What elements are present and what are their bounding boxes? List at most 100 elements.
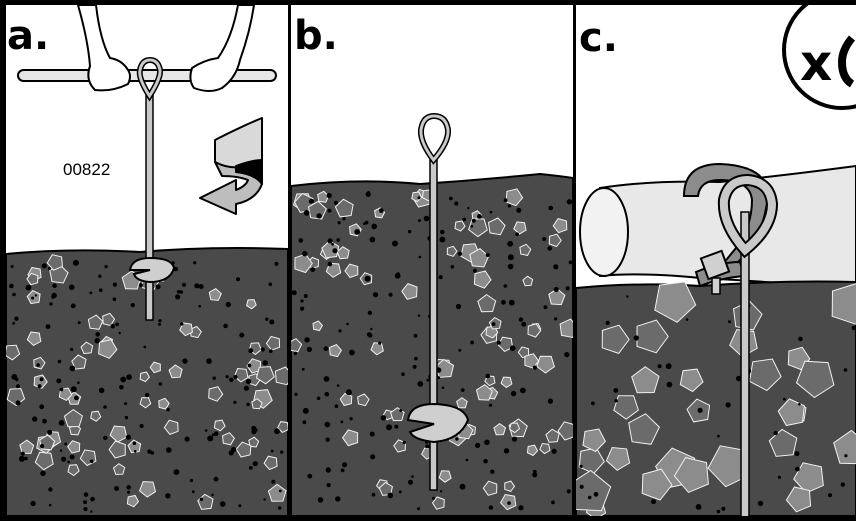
pebble: [265, 318, 268, 321]
pebble: [56, 378, 61, 383]
pebble: [472, 219, 476, 223]
pebble: [392, 241, 398, 247]
pebble: [338, 221, 341, 224]
pebble: [49, 302, 52, 305]
pebble: [520, 388, 526, 394]
pebble: [370, 237, 376, 243]
pebble: [226, 302, 231, 307]
pebble: [440, 490, 442, 492]
pebble: [251, 429, 256, 434]
pebble: [473, 269, 477, 273]
pebble: [24, 457, 27, 460]
pebble: [253, 461, 258, 466]
pebble: [143, 346, 146, 349]
pebble: [606, 321, 610, 325]
pebble: [166, 408, 170, 412]
pebble: [466, 459, 469, 462]
pebble: [95, 332, 100, 337]
pebble: [134, 450, 137, 453]
pebble: [580, 465, 583, 468]
pebble: [233, 401, 236, 404]
pebble: [249, 466, 253, 470]
pebble: [798, 337, 803, 342]
pebble: [40, 444, 44, 448]
pebble: [70, 348, 73, 351]
pebble: [226, 375, 229, 378]
pebble: [386, 424, 392, 430]
pebble: [52, 283, 57, 288]
pebble: [399, 409, 402, 412]
pebble: [32, 416, 37, 421]
pebble: [327, 483, 331, 487]
pebble: [120, 377, 126, 383]
pebble: [303, 408, 309, 414]
pebble: [124, 402, 127, 405]
pebble: [504, 284, 508, 288]
pebble: [490, 470, 494, 474]
pebble: [182, 283, 186, 287]
pebble: [95, 338, 100, 343]
divider-ab: [288, 0, 291, 521]
pebble: [388, 493, 394, 499]
pebble: [440, 230, 445, 235]
panel-c: c. x: [569, 0, 856, 521]
pebble: [11, 374, 17, 380]
pebble: [331, 243, 334, 246]
pebble: [90, 510, 92, 512]
pebble: [335, 404, 339, 408]
pebble: [133, 441, 137, 445]
pebble: [31, 297, 34, 300]
pebble: [307, 347, 312, 352]
pebble: [532, 472, 537, 477]
pebble: [78, 321, 81, 324]
pebble: [239, 333, 244, 338]
pebble: [38, 384, 42, 388]
pebble: [64, 443, 67, 446]
pebble: [841, 482, 845, 486]
pebble: [165, 493, 170, 498]
pebble: [475, 443, 480, 448]
pebble: [439, 275, 443, 279]
pebble: [71, 304, 76, 309]
pebble: [14, 317, 18, 321]
pebble: [304, 210, 310, 216]
pebble: [271, 450, 274, 453]
pebble: [511, 391, 516, 396]
pebble: [207, 435, 213, 441]
pebble: [370, 328, 372, 330]
pebble: [304, 337, 309, 342]
pebble: [686, 318, 689, 321]
pebble: [269, 283, 273, 287]
pebble: [651, 499, 656, 504]
pebble: [485, 374, 490, 379]
pebble: [411, 475, 414, 478]
pebble: [852, 326, 856, 330]
pebble: [127, 491, 130, 494]
pebble: [432, 497, 435, 500]
pebble: [340, 421, 343, 424]
pebble: [477, 214, 482, 219]
pebble: [318, 497, 324, 503]
pebble: [307, 474, 312, 479]
pebble: [370, 432, 375, 437]
pebble: [74, 396, 79, 401]
pebble: [99, 388, 105, 394]
pebble: [327, 193, 332, 198]
pebble: [504, 448, 509, 453]
divider-bc: [573, 0, 576, 521]
pebble: [317, 397, 321, 401]
pebble: [456, 304, 461, 309]
pebble: [269, 320, 274, 325]
pebble: [419, 256, 422, 259]
pebble: [399, 491, 402, 494]
pebble: [84, 492, 89, 497]
pebble: [110, 324, 115, 329]
pebble: [326, 467, 331, 472]
pebble: [518, 505, 523, 510]
pebble: [417, 381, 423, 387]
pebble: [179, 290, 183, 294]
pebble: [26, 285, 32, 291]
pebble: [180, 322, 183, 325]
pebble: [721, 507, 725, 511]
pebble: [336, 238, 340, 242]
